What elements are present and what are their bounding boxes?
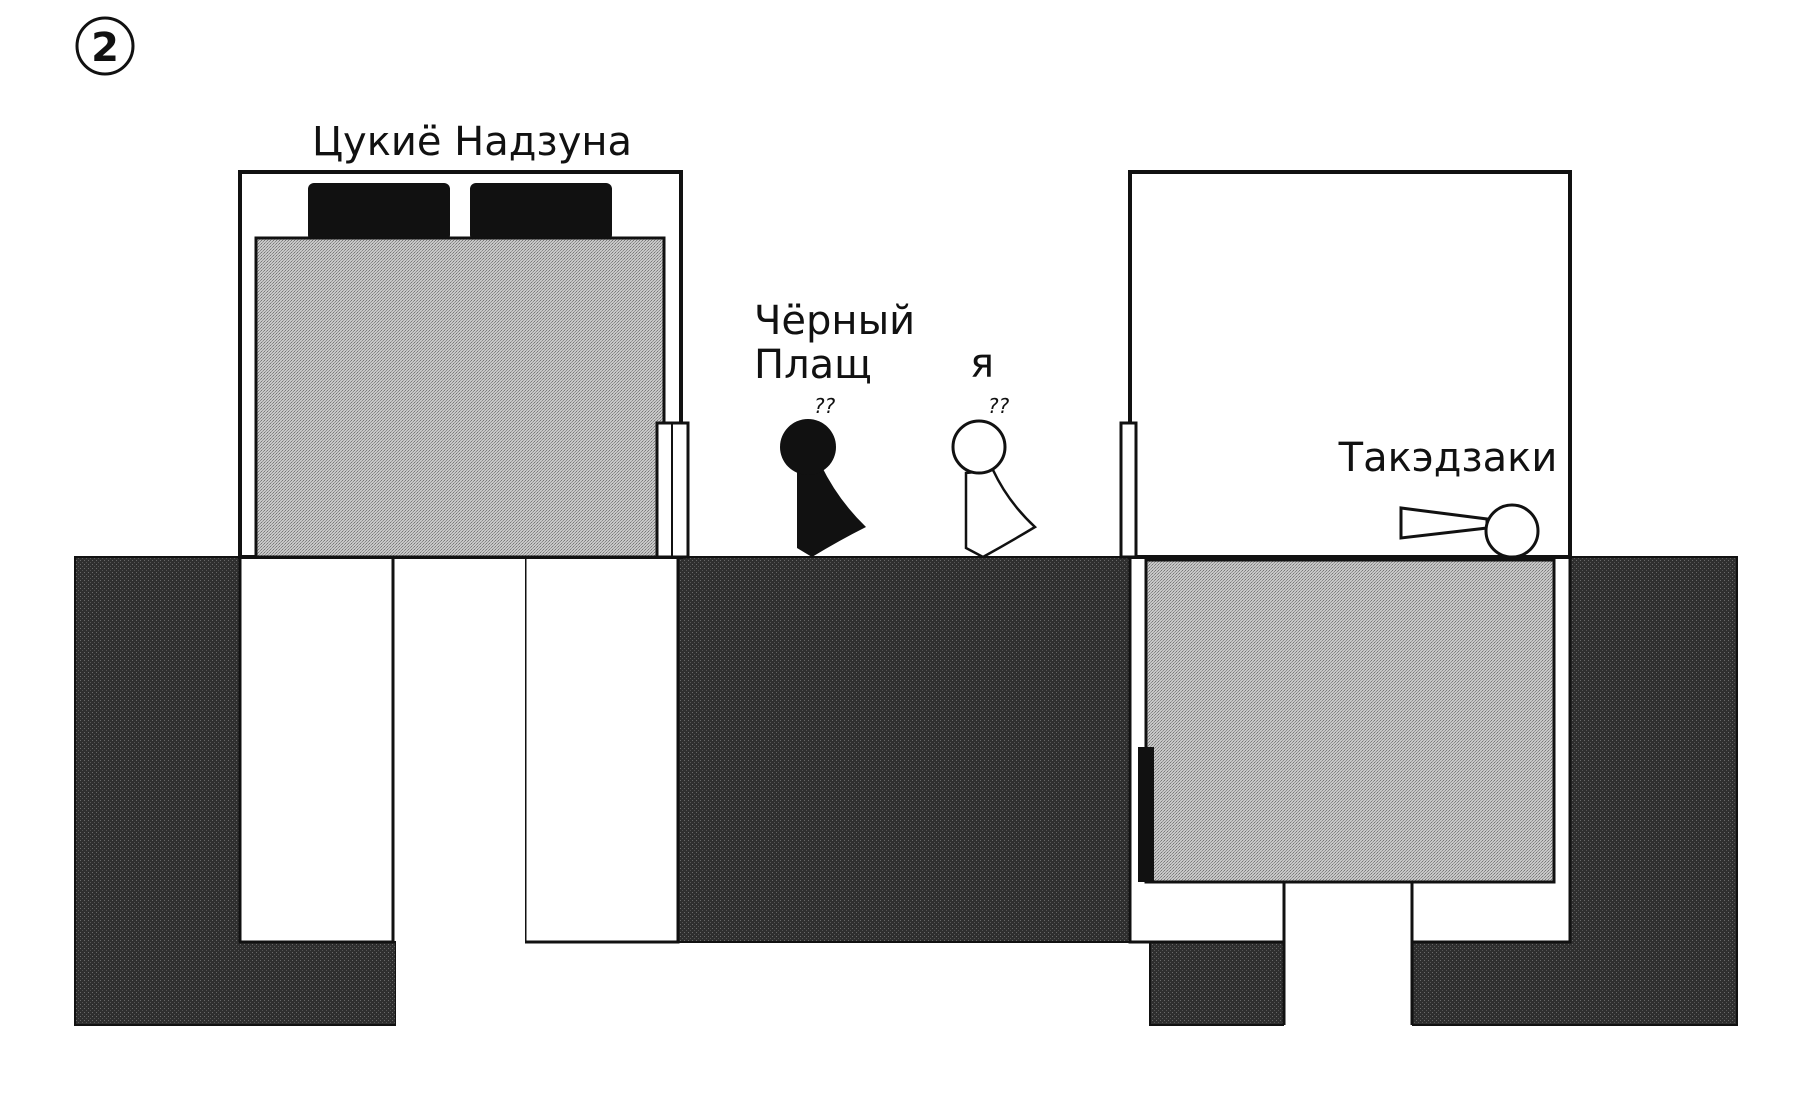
- left-elevator-car: [254, 236, 666, 559]
- left-building: Цукиё Надзуна: [238, 119, 690, 559]
- white-figure-confusion: ??: [988, 394, 1010, 418]
- circled-number-icon: [75, 16, 135, 76]
- left-building-label: Цукиё Надзуна: [312, 119, 632, 165]
- step-badge: 2: [75, 16, 135, 76]
- mattress-right: [470, 183, 612, 241]
- white-pawn-person-icon: [951, 419, 1038, 559]
- black-figure-label-line1: Чёрный: [754, 298, 915, 344]
- white-figure: я ??: [951, 341, 1038, 559]
- right-elevator-door: [1119, 421, 1138, 559]
- white-figure-label: я: [970, 341, 994, 387]
- lying-person-icon: [1399, 503, 1540, 559]
- right-shaft-bar: [1138, 747, 1154, 882]
- mattress-left: [308, 183, 450, 241]
- black-figure-label-line2: Плащ: [754, 342, 872, 388]
- right-building: Такэдзаки: [1119, 170, 1572, 884]
- right-elevator-car: [1144, 558, 1556, 884]
- black-figure: Чёрный Плащ ??: [754, 298, 915, 557]
- black-figure-confusion: ??: [814, 394, 836, 418]
- lying-figure-label: Такэдзаки: [1338, 435, 1558, 481]
- black-pawn-person-icon: [780, 419, 866, 557]
- step-number: 2: [91, 25, 119, 71]
